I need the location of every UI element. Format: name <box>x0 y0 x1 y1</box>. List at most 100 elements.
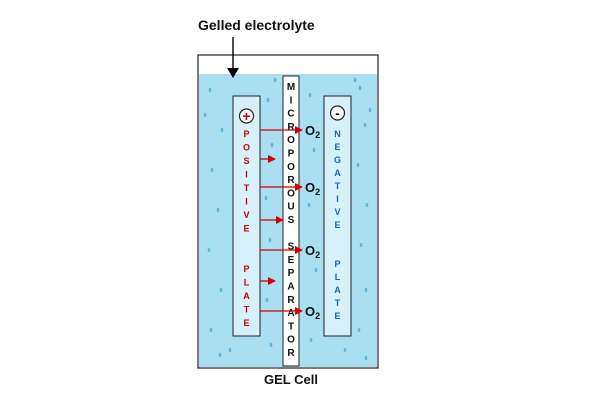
plate-letter: O <box>287 135 295 146</box>
gel-bubble <box>273 77 277 83</box>
negative-plate <box>323 95 352 337</box>
plate-letter: A <box>287 308 294 319</box>
gel-bubble <box>264 195 268 201</box>
gel-bubble <box>269 342 273 348</box>
oxygen-label: O2 <box>305 304 320 321</box>
gel-bubble <box>343 347 347 353</box>
plate-letter: E <box>334 311 340 321</box>
oxygen-label: O2 <box>305 243 320 260</box>
plate-letter: A <box>334 168 341 178</box>
plate-letter: S <box>243 156 249 166</box>
pointer-arrowhead <box>227 68 239 78</box>
positive-sign: + <box>242 108 250 124</box>
plate-letter: I <box>290 95 293 106</box>
plate-letter: T <box>335 181 341 191</box>
plate-letter: E <box>334 220 340 230</box>
gel-bubble <box>220 127 224 133</box>
gel-bubble <box>216 207 220 213</box>
gel-bubble <box>357 327 361 333</box>
gel-bubble <box>208 87 212 93</box>
gel-bubble <box>209 327 213 333</box>
plate-letter: C <box>287 109 294 120</box>
gel-cell-caption: GEL Cell <box>264 372 318 387</box>
svg-text:O2: O2 <box>305 304 320 321</box>
gel-bubble <box>308 92 312 98</box>
plate-letter: M <box>287 82 295 93</box>
gel-bubble <box>368 107 372 113</box>
gel-bubble <box>356 162 360 168</box>
plate-letter: T <box>244 183 250 193</box>
plate-letter: P <box>334 259 340 269</box>
plate-letter: V <box>243 210 249 220</box>
positive-terminal-icon <box>238 108 255 124</box>
oxygen-label: O2 <box>305 123 320 140</box>
gel-bubble <box>312 147 316 153</box>
plate-letter: E <box>288 255 295 266</box>
gel-bubble <box>265 297 269 303</box>
gel-bubble <box>266 97 270 103</box>
plate-letter: P <box>243 129 249 139</box>
plate-letter: R <box>287 348 295 359</box>
plate-letter: E <box>243 318 249 328</box>
gel-bubble <box>364 355 368 361</box>
plate-letter: S <box>288 242 295 253</box>
positive-plate <box>232 95 261 337</box>
plate-letter: E <box>334 142 340 152</box>
plate-letter: A <box>243 291 250 301</box>
gel-bubble <box>309 337 313 343</box>
plate-letter: O <box>243 143 250 153</box>
plate-letter: O <box>287 335 295 346</box>
plate-letter: A <box>287 282 294 293</box>
gel-bubble <box>365 202 369 208</box>
plate-letter: R <box>287 122 295 133</box>
plate-letter: I <box>245 170 248 180</box>
gel-bubble <box>353 77 357 83</box>
plate-letter: T <box>288 321 294 332</box>
gel-bubble <box>358 85 362 91</box>
negative-sign: - <box>335 105 340 121</box>
plate-letter: G <box>334 155 341 165</box>
gelled-electrolyte-label: Gelled electrolyte <box>198 17 315 33</box>
gel-bubble <box>228 347 232 353</box>
plate-letter: T <box>335 298 341 308</box>
plate-letter: P <box>288 268 295 279</box>
gel-bubble <box>207 247 211 253</box>
gel-bubble <box>203 112 207 118</box>
plate-letter: A <box>334 285 341 295</box>
gel-bubble <box>210 167 214 173</box>
electrolyte-bubbles <box>203 77 372 361</box>
gel-bubble <box>307 202 311 208</box>
plate-letter: L <box>335 272 341 282</box>
svg-text:O2: O2 <box>305 243 320 260</box>
plate-letter: O <box>287 188 295 199</box>
svg-text:O2: O2 <box>305 180 320 197</box>
plate-letter: I <box>245 197 248 207</box>
plate-letter: P <box>243 264 249 274</box>
gel-bubble <box>268 237 272 243</box>
gel-bubble <box>363 122 367 128</box>
svg-text:O2: O2 <box>305 123 320 140</box>
plate-letter: V <box>334 207 340 217</box>
negative-terminal-icon <box>329 105 346 121</box>
plate-letter: U <box>287 202 294 213</box>
plate-letter: N <box>334 129 341 139</box>
gel-bubble <box>219 287 223 293</box>
gel-bubble <box>364 287 368 293</box>
plate-letter: T <box>244 305 250 315</box>
plate-letter: R <box>287 295 295 306</box>
gel-bubble <box>359 242 363 248</box>
plate-letter: O <box>287 162 295 173</box>
plate-letter: R <box>287 175 295 186</box>
gel-bubble <box>218 352 222 358</box>
plate-letter: E <box>243 224 249 234</box>
plate-letter: L <box>244 278 250 288</box>
plate-letter: P <box>288 149 295 160</box>
oxygen-label: O2 <box>305 180 320 197</box>
plate-letter: I <box>336 194 339 204</box>
gel-bubble <box>270 142 274 148</box>
plate-letter: S <box>288 215 295 226</box>
